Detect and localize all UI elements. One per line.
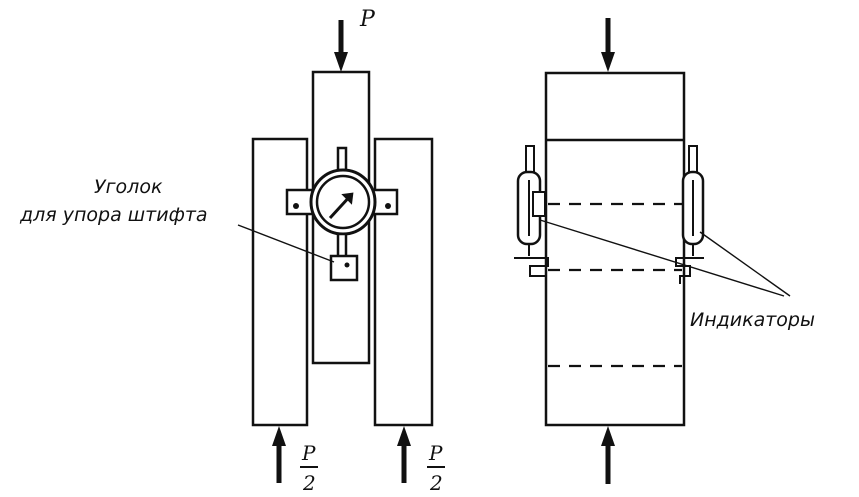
angle-leader-line <box>237 224 335 263</box>
indicators-label: Индикаторы <box>690 309 815 331</box>
fraction-right: P 2 <box>427 441 445 495</box>
indicator-right <box>675 145 705 284</box>
angle-label-line2: для упора штифта <box>19 204 208 226</box>
force-arrow-top-right <box>601 18 615 72</box>
force-arrow-bottom-right <box>601 426 615 484</box>
svg-text:2: 2 <box>429 471 443 495</box>
force-arrow-bottom-left <box>272 426 286 483</box>
right-outer-block <box>373 137 434 427</box>
left-outer-block <box>251 137 309 427</box>
hidden-lines <box>548 202 682 368</box>
force-label-top: P <box>359 7 376 32</box>
force-arrow-top-left <box>334 20 348 72</box>
indicator-leader-left <box>539 219 785 297</box>
fraction-left: P 2 <box>300 441 318 495</box>
indicator-leader-right <box>699 231 791 297</box>
angle-label-line1: Уголок <box>94 176 163 198</box>
force-arrow-bottom-middle <box>397 426 411 483</box>
svg-text:P: P <box>301 441 316 465</box>
indicator-left <box>514 145 549 284</box>
pin-stop-angle <box>329 254 359 282</box>
svg-text:P: P <box>428 441 443 465</box>
dial-indicator-icon <box>285 146 399 260</box>
tall-specimen-block <box>544 71 686 427</box>
svg-text:2: 2 <box>302 471 316 495</box>
